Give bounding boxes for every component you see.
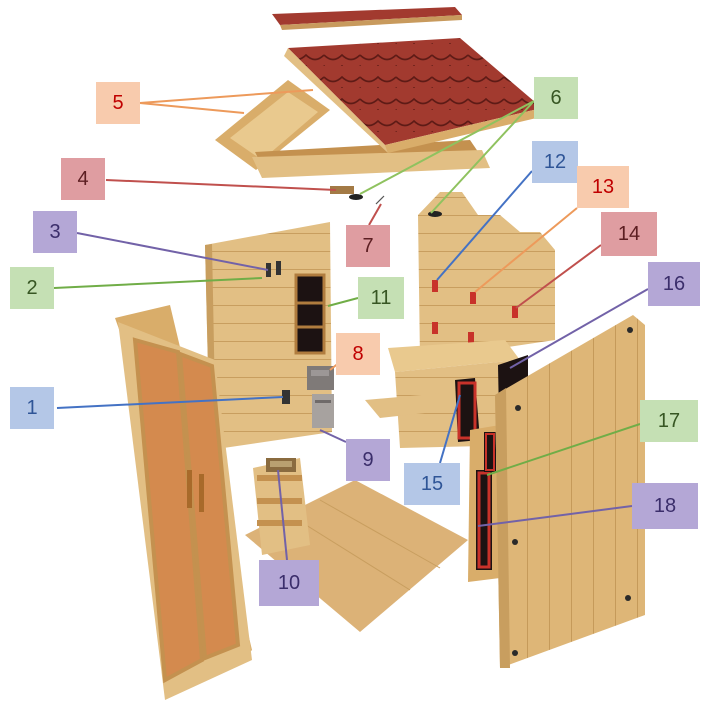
callout-3: 3 [33, 211, 77, 253]
callout-12: 12 [532, 141, 578, 183]
callout-4: 4 [61, 158, 105, 200]
callout-10: 10 [259, 560, 319, 606]
callout-11: 11 [358, 277, 404, 319]
callout-16: 16 [648, 262, 700, 306]
callout-6: 6 [534, 77, 578, 119]
callout-7: 7 [346, 225, 390, 267]
callout-2: 2 [10, 267, 54, 309]
callout-1: 1 [10, 387, 54, 429]
callout-8: 8 [336, 333, 380, 375]
roof-assembly [215, 38, 545, 178]
callout-18: 18 [632, 483, 698, 529]
callout-14: 14 [601, 212, 657, 256]
callout-13: 13 [577, 166, 629, 208]
roof-ridge-cap [272, 7, 462, 30]
callout-17: 17 [640, 400, 698, 442]
callout-5: 5 [96, 82, 140, 124]
callout-15: 15 [404, 463, 460, 505]
callout-9: 9 [346, 439, 390, 481]
